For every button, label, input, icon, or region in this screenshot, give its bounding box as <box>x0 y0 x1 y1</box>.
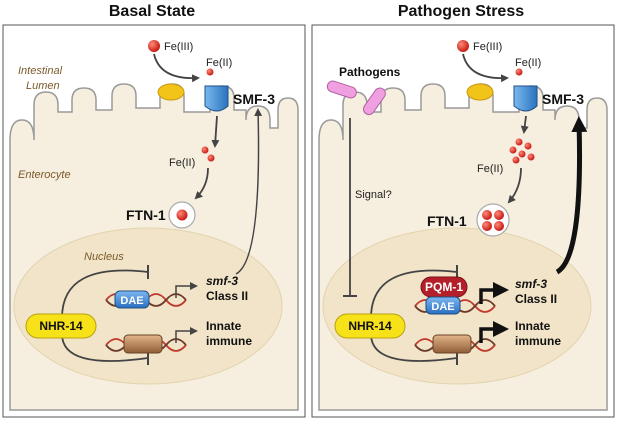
dae-label: DAE <box>431 301 454 313</box>
dae-element <box>425 296 461 315</box>
smf3-label: SMF-3 <box>542 91 584 107</box>
ftn1-label: FTN-1 <box>126 207 166 223</box>
class2-label: Class II <box>206 289 248 303</box>
innate-label-1: Innate <box>515 319 551 333</box>
panel-title: Basal State <box>109 3 195 20</box>
innate-label-1: Innate <box>206 319 242 333</box>
class2-arrow <box>175 282 198 298</box>
repression-line-bottom <box>370 333 458 362</box>
reductase-pore <box>157 83 185 101</box>
uptake-arrow <box>520 115 529 134</box>
ferritin-iron-cluster <box>482 210 504 231</box>
signal-label: Signal? <box>355 189 392 201</box>
fe2-inside-label: Fe(II) <box>169 157 195 169</box>
innate-label-2: immune <box>206 334 252 348</box>
fe3-ion <box>457 40 469 52</box>
nhr14-label: NHR-14 <box>39 319 83 333</box>
fe2-inside-2 <box>207 154 215 162</box>
innate-arrow <box>479 321 509 343</box>
class2-label: Class II <box>515 292 557 306</box>
uptake-arrow <box>211 115 220 148</box>
smf3-gene-label: smf-3 <box>515 277 547 291</box>
repression-line-top <box>370 269 458 319</box>
smf3-label: SMF-3 <box>233 91 275 107</box>
fe2-inside-label: Fe(II) <box>477 163 503 175</box>
reduction-arrow <box>153 53 200 83</box>
fe2-inside-1 <box>201 146 209 154</box>
cell-label: Enterocyte <box>18 169 71 181</box>
pathogen-1 <box>326 80 357 99</box>
smf3-gene-label: smf-3 <box>206 274 238 288</box>
fe3-label: Fe(III) <box>164 41 193 53</box>
ferritin-iron <box>176 209 188 221</box>
pqm1-label: PQM-1 <box>425 280 463 294</box>
class2-arrow <box>479 282 509 304</box>
storage-arrow <box>194 167 209 200</box>
fe2-ion <box>206 68 214 76</box>
repression-line-bottom <box>61 333 149 362</box>
panel-pathogen: Pathogen Stress Pathogens Signal? Fe(III… <box>311 3 615 418</box>
expression-arrow <box>235 108 263 275</box>
pathogen-2 <box>362 87 386 116</box>
innate-label-2: immune <box>515 334 561 348</box>
panel-basal: Basal State Intestinal Lumen Enterocyte … <box>2 3 306 418</box>
smf3-transporter <box>204 85 229 112</box>
innate-element <box>432 334 472 354</box>
pathogens-label: Pathogens <box>339 65 401 79</box>
lumen-label-2: Lumen <box>26 80 60 92</box>
innate-element <box>123 334 163 354</box>
nhr14-label: NHR-14 <box>348 319 392 333</box>
dae-label: DAE <box>120 295 143 307</box>
nhr14-box <box>25 313 97 339</box>
fe2-top-label: Fe(II) <box>515 57 541 69</box>
fe2-ion <box>515 68 523 76</box>
panel-title: Pathogen Stress <box>398 3 524 20</box>
expression-arrow <box>555 116 588 275</box>
innate-arrow <box>175 327 198 343</box>
reductase-pore <box>466 83 494 101</box>
nhr14-box <box>334 313 406 339</box>
smf3-transporter <box>513 85 538 112</box>
reduction-arrow <box>462 53 509 83</box>
fe2-cluster <box>509 138 535 164</box>
storage-arrow <box>507 167 522 204</box>
nucleus-label: Nucleus <box>84 251 124 263</box>
ferritin-shell <box>476 203 510 237</box>
fe2-top-label: Fe(II) <box>206 57 232 69</box>
dae-element <box>114 290 150 309</box>
ftn1-label: FTN-1 <box>427 213 467 229</box>
fe3-ion <box>148 40 160 52</box>
lumen-label-1: Intestinal <box>18 65 63 77</box>
repression-line-top <box>61 269 149 319</box>
fe3-label: Fe(III) <box>473 41 502 53</box>
